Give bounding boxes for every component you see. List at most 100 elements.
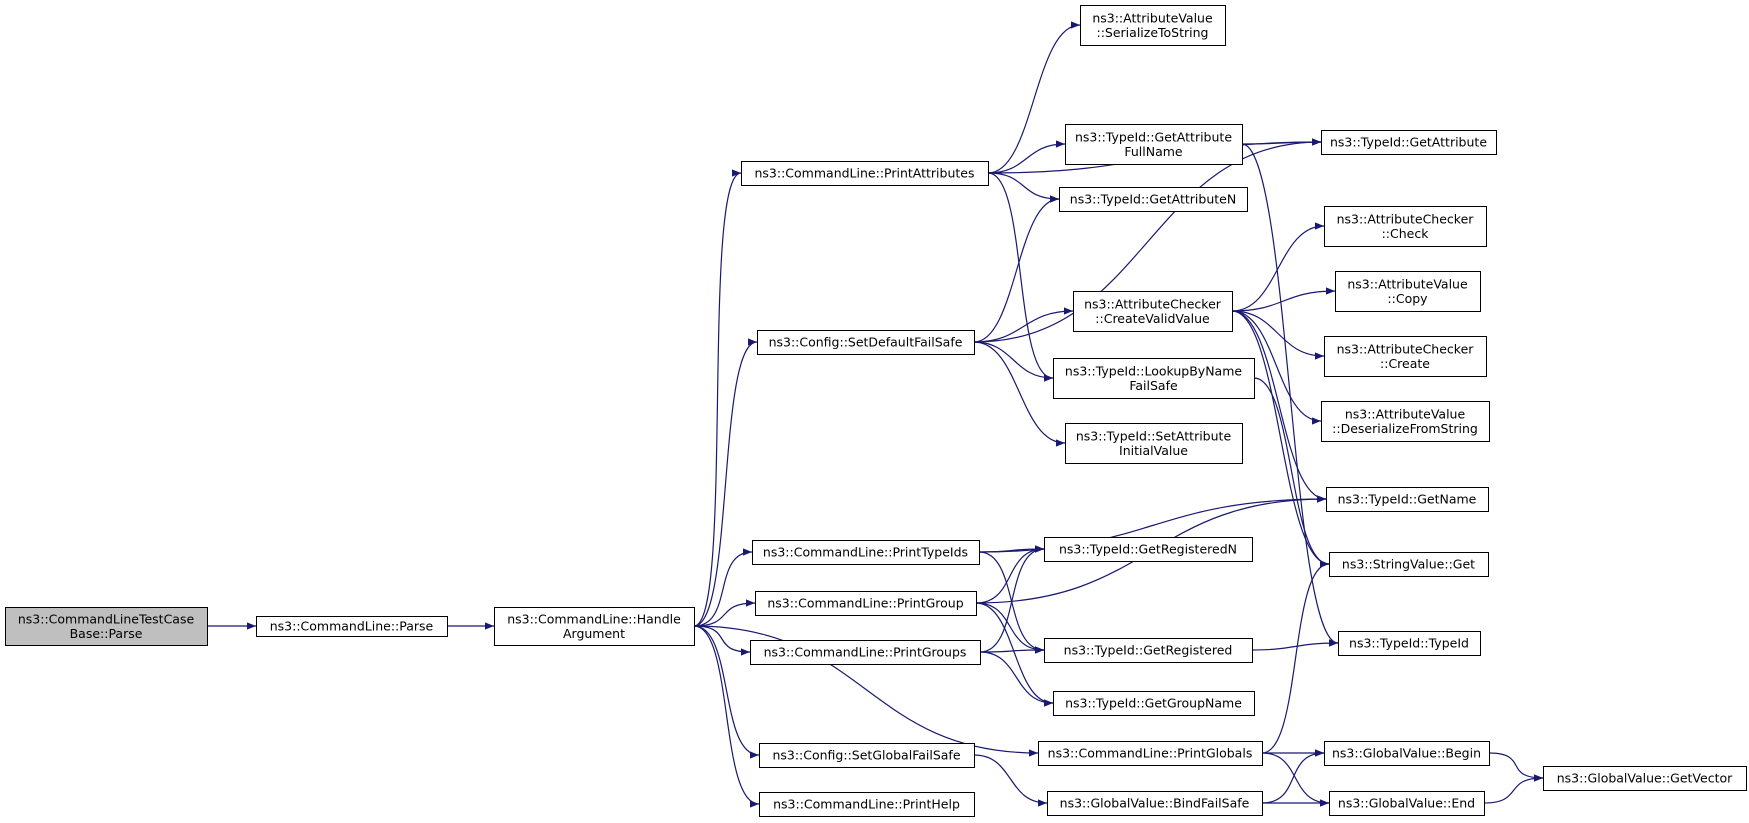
node-label: ns3::TypeId::GetRegistered xyxy=(1064,643,1233,658)
node-label: ns3::GlobalValue::BindFailSafe xyxy=(1060,796,1250,811)
node-label: ns3::CommandLine::PrintGroup xyxy=(767,596,963,611)
node-label: ns3::CommandLine::PrintAttributes xyxy=(755,166,975,181)
edge-createvalid-to-deserialize xyxy=(1231,310,1322,425)
edge-handle-to-printglobals xyxy=(693,625,1039,757)
edge-lookup-to-stringget xyxy=(1253,377,1330,568)
edge-printgroup-to-getgroup xyxy=(975,602,1054,707)
edge-printattrs-to-getattrfull xyxy=(987,140,1066,174)
edge-printtypeids-to-getregn xyxy=(978,545,1045,553)
edge-createvalid-to-getname xyxy=(1231,310,1327,503)
node-box xyxy=(1073,291,1233,332)
node-box xyxy=(1053,358,1255,399)
node-setdefault[interactable]: ns3::Config::SetDefaultFailSafe xyxy=(757,330,975,355)
node-box xyxy=(1324,336,1487,377)
node-stringget[interactable]: ns3::StringValue::Get xyxy=(1329,552,1489,577)
node-printglobals[interactable]: ns3::CommandLine::PrintGlobals xyxy=(1038,741,1263,766)
node-setglobal[interactable]: ns3::Config::SetGlobalFailSafe xyxy=(759,743,975,768)
node-getname[interactable]: ns3::TypeId::GetName xyxy=(1326,487,1489,512)
node-serialize[interactable]: ns3::AttributeValue::SerializeToString xyxy=(1080,5,1226,46)
node-label: ::CreateValidValue xyxy=(1095,311,1210,326)
edge-setdefault-to-getattrn xyxy=(973,195,1060,343)
node-printattrs[interactable]: ns3::CommandLine::PrintAttributes xyxy=(741,161,989,186)
node-label: ::Copy xyxy=(1387,291,1428,306)
edge-handle-to-printgroups xyxy=(693,625,751,656)
node-printhelp[interactable]: ns3::CommandLine::PrintHelp xyxy=(759,792,975,817)
edge-printattrs-to-lookup xyxy=(987,172,1054,382)
node-label: ::Check xyxy=(1382,226,1430,241)
node-printgroups[interactable]: ns3::CommandLine::PrintGroups xyxy=(750,640,981,665)
node-label: ns3::TypeId::GetAttribute xyxy=(1330,135,1487,150)
edge-createvalid-to-stringget xyxy=(1231,310,1330,568)
node-label: ns3::CommandLine::Handle xyxy=(507,611,681,626)
node-label: ns3::TypeId::SetAttribute xyxy=(1076,428,1232,443)
node-bindfail[interactable]: ns3::GlobalValue::BindFailSafe xyxy=(1047,791,1263,816)
node-typeid[interactable]: ns3::TypeId::TypeId xyxy=(1338,631,1481,656)
edge-bindfail-to-gvbegin xyxy=(1261,749,1325,804)
node-label: ns3::TypeId::TypeId xyxy=(1349,636,1469,651)
node-create[interactable]: ns3::AttributeChecker::Create xyxy=(1324,336,1487,377)
node-label: ns3::GlobalValue::GetVector xyxy=(1557,771,1733,786)
node-label: ns3::CommandLine::PrintGlobals xyxy=(1048,746,1253,761)
node-label: ::SerializeToString xyxy=(1097,25,1209,40)
edge-printgroups-to-getgroup xyxy=(979,651,1054,707)
node-check[interactable]: ns3::AttributeChecker::Check xyxy=(1324,206,1487,247)
node-getreg[interactable]: ns3::TypeId::GetRegistered xyxy=(1044,638,1253,663)
node-box xyxy=(1321,130,1497,155)
node-label: ns3::AttributeValue xyxy=(1347,276,1468,291)
node-label: ns3::StringValue::Get xyxy=(1342,557,1475,572)
node-box xyxy=(1053,691,1255,716)
node-label: ns3::TypeId::LookupByName xyxy=(1065,363,1242,378)
node-label: ns3::TypeId::GetAttribute xyxy=(1075,129,1232,144)
node-box xyxy=(1065,423,1243,464)
edge-createvalid-to-copy xyxy=(1231,287,1336,312)
node-label: ::DeserializeFromString xyxy=(1332,421,1478,436)
node-label: InitialValue xyxy=(1119,443,1188,458)
node-gvend[interactable]: ns3::GlobalValue::End xyxy=(1329,791,1485,816)
node-box xyxy=(1329,552,1489,577)
node-box xyxy=(1044,537,1253,562)
edge-setdefault-to-lookup xyxy=(973,341,1054,382)
edge-printattrs-to-serialize xyxy=(987,21,1081,174)
node-label: ns3::CommandLine::PrintGroups xyxy=(764,645,967,660)
edge-printgroup-to-getreg xyxy=(975,602,1045,654)
node-getregn[interactable]: ns3::TypeId::GetRegisteredN xyxy=(1044,537,1253,562)
node-label: ns3::AttributeValue xyxy=(1092,10,1213,25)
node-getvector[interactable]: ns3::GlobalValue::GetVector xyxy=(1543,766,1747,791)
edge-createvalid-to-check xyxy=(1231,222,1325,312)
node-createvalid[interactable]: ns3::AttributeChecker::CreateValidValue xyxy=(1073,291,1233,332)
edge-printgroups-to-getreg xyxy=(979,646,1045,654)
node-gvbegin[interactable]: ns3::GlobalValue::Begin xyxy=(1324,741,1490,766)
edge-getreg-to-typeid xyxy=(1251,639,1339,651)
node-box xyxy=(1326,487,1489,512)
node-label: ns3::TypeId::GetName xyxy=(1338,492,1477,507)
node-label: Base::Parse xyxy=(70,626,143,641)
edge-gvbegin-to-getvector xyxy=(1488,752,1544,782)
node-box xyxy=(755,591,977,616)
node-box xyxy=(1324,206,1487,247)
node-getgroup[interactable]: ns3::TypeId::GetGroupName xyxy=(1053,691,1255,716)
node-box xyxy=(1059,187,1248,212)
edge-printglobals-to-stringget xyxy=(1261,560,1330,754)
edge-handle-to-printgroup xyxy=(693,599,756,627)
node-printtypeids[interactable]: ns3::CommandLine::PrintTypeIds xyxy=(752,540,980,565)
edge-setdefault-to-createvalid xyxy=(973,307,1074,343)
node-printgroup[interactable]: ns3::CommandLine::PrintGroup xyxy=(755,591,977,616)
node-getattr[interactable]: ns3::TypeId::GetAttribute xyxy=(1321,130,1497,155)
edge-handle-to-printattrs xyxy=(693,169,742,627)
node-label: ns3::Config::SetGlobalFailSafe xyxy=(772,748,960,763)
node-parse[interactable]: ns3::CommandLine::Parse xyxy=(256,616,448,637)
node-deserialize[interactable]: ns3::AttributeValue::DeserializeFromStri… xyxy=(1321,401,1490,442)
node-copy[interactable]: ns3::AttributeValue::Copy xyxy=(1335,271,1481,312)
node-getattrn[interactable]: ns3::TypeId::GetAttributeN xyxy=(1059,187,1248,212)
node-box xyxy=(256,616,448,637)
node-box xyxy=(1329,791,1485,816)
edge-handle-to-setdefault xyxy=(693,338,758,627)
node-label: ns3::GlobalValue::End xyxy=(1338,796,1475,811)
